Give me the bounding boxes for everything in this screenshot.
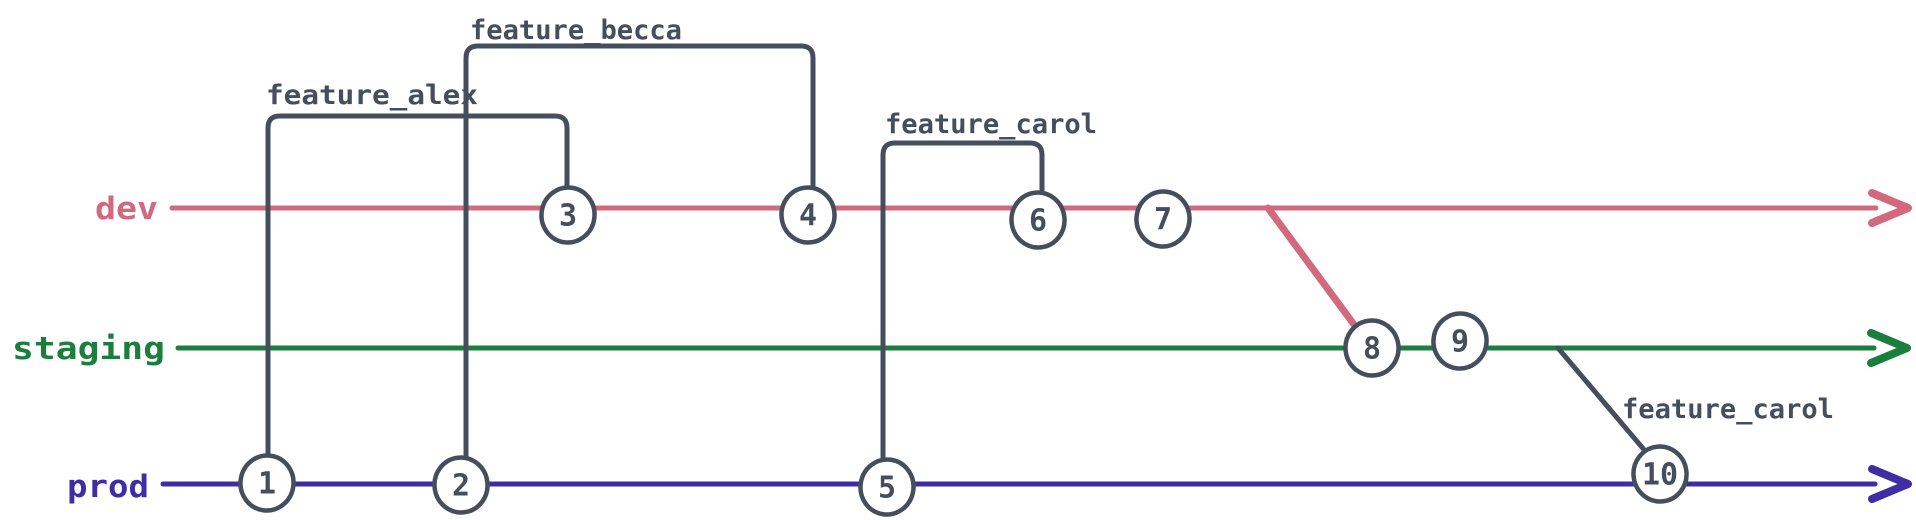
commit-node-4 — [779, 185, 837, 245]
feature-branch-line-feature_alex-1 — [265, 113, 570, 464]
commit-node-6 — [1009, 190, 1067, 250]
commit-label-6: 6 — [1029, 204, 1047, 239]
commit-node-8 — [1343, 318, 1401, 378]
branch-label-prod: prod — [67, 469, 149, 505]
merge-label-feature_carol: feature_carol — [1622, 394, 1834, 425]
commit-label-7: 7 — [1154, 203, 1172, 238]
branch-label-dev: dev — [95, 191, 158, 227]
commit-node-2 — [432, 455, 490, 515]
commit-label-2: 2 — [452, 469, 470, 504]
merge-line-dev-to-8 — [1264, 204, 1362, 334]
commit-label-9: 9 — [1451, 325, 1469, 360]
commit-node-7 — [1134, 189, 1192, 249]
feature-branch-label-feature_alex: feature_alex — [266, 80, 478, 111]
commit-label-1: 1 — [258, 467, 276, 502]
feature-branch-label-feature_carol: feature_carol — [885, 109, 1097, 140]
commit-label-10: 10 — [1642, 458, 1678, 493]
feature-branch-line-feature_carol-5 — [880, 140, 1045, 468]
commit-node-3 — [539, 185, 597, 245]
branch-label-staging: staging — [12, 331, 165, 367]
commit-node-1 — [238, 453, 296, 513]
commit-node-9 — [1431, 311, 1489, 371]
merge-line-staging-to-10 — [1555, 345, 1649, 455]
commit-node-5 — [858, 457, 916, 517]
commit-label-8: 8 — [1363, 332, 1381, 367]
commit-label-3: 3 — [559, 199, 577, 234]
branch-arrow-staging-icon — [1867, 329, 1911, 367]
feature-branch-label-feature_becca: feature_becca — [470, 15, 682, 46]
commit-node-10 — [1631, 444, 1689, 504]
feature-branch-line-feature_becca-2 — [463, 43, 816, 466]
branch-arrow-prod-icon — [1868, 465, 1912, 503]
commit-label-4: 4 — [799, 199, 817, 234]
branch-arrow-dev-icon — [1868, 189, 1912, 227]
commit-label-5: 5 — [878, 471, 896, 506]
